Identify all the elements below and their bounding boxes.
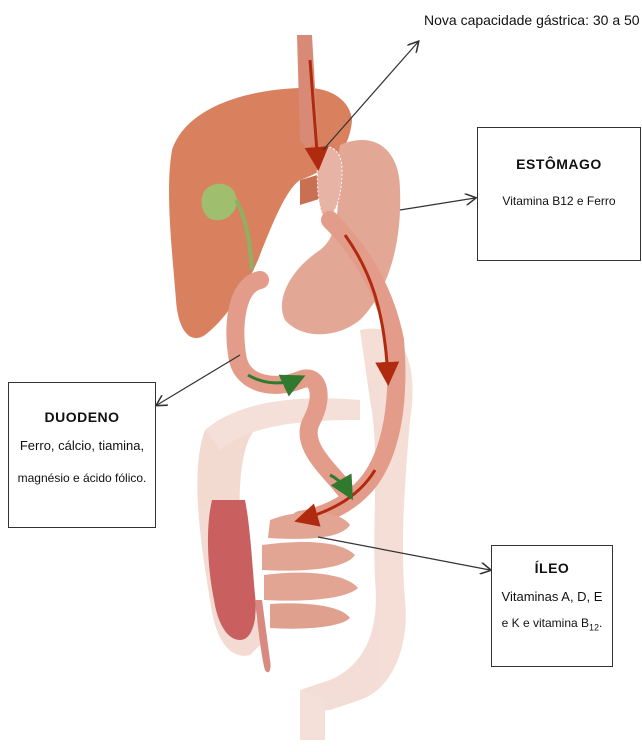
stomach-title: ESTÔMAGO [478, 156, 640, 172]
stomach-text: Vitamina B12 e Ferro [478, 188, 640, 214]
duodenum-title: DUODENO [9, 409, 155, 425]
duodenum-box: DUODENO Ferro, cálcio, tiamina, magnésio… [8, 382, 156, 528]
ileum-line2-sub: 12 [589, 622, 599, 632]
gastric-capacity-caption: Nova capacidade gástrica: 30 a 50 mL [424, 12, 642, 28]
ileum-box: ÍLEO Vitaminas A, D, E e K e vitamina B1… [491, 545, 613, 667]
ileum-line2-prefix: e K e vitamina B [502, 616, 589, 630]
stomach-box: ESTÔMAGO Vitamina B12 e Ferro [477, 127, 641, 261]
pointer-stomach [400, 198, 475, 210]
small-intestine [262, 512, 358, 628]
ileum-line2: e K e vitamina B12. [492, 610, 612, 640]
pointer-top-caption [323, 42, 418, 150]
ileum-line1: Vitaminas A, D, E [492, 584, 612, 610]
pointer-duodenum [157, 355, 240, 405]
ileum-line2-suffix: . [599, 616, 602, 630]
ileum-title: ÍLEO [492, 560, 612, 576]
duodenum-line1: Ferro, cálcio, tiamina, [9, 433, 155, 459]
duodenum-line2: magnésio e ácido fólico. [9, 465, 155, 491]
